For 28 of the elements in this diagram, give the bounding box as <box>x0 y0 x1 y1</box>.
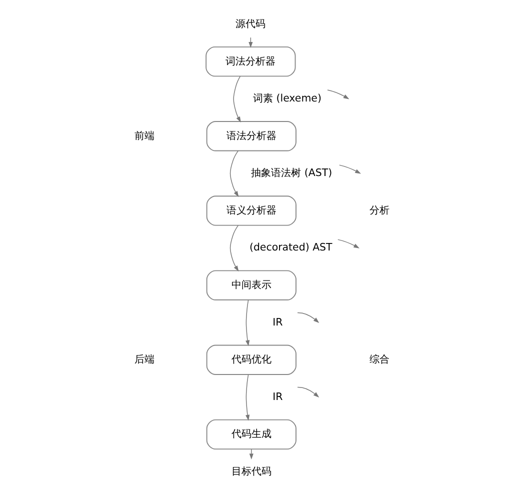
arrow <box>296 312 319 323</box>
node-box: 语义分析器 <box>206 196 296 226</box>
node-box: 语法分析器 <box>206 121 296 152</box>
node-text: IR <box>272 392 282 403</box>
arrow <box>229 225 238 272</box>
node-box: 词法分析器 <box>205 46 296 77</box>
node-box: 代码优化 <box>206 344 296 375</box>
arrow <box>248 448 253 460</box>
arrow <box>296 386 319 398</box>
arrow <box>337 239 360 248</box>
arrow <box>326 90 349 100</box>
node-box: 中间表示 <box>206 270 296 300</box>
node-text: 目标代码 <box>230 466 271 478</box>
label: 后端 <box>134 354 154 366</box>
arrow <box>232 76 240 122</box>
arrow <box>245 300 250 346</box>
arrow <box>338 164 360 174</box>
label: 综合 <box>368 354 389 366</box>
label: 分析 <box>368 205 389 216</box>
node-text: IR <box>272 317 282 328</box>
arrow <box>229 150 238 197</box>
node-text: (decorated) AST <box>248 242 332 254</box>
node-text: 源代码 <box>235 18 266 30</box>
node-text: 词素 (lexeme) <box>252 94 321 105</box>
node-box: 代码生成 <box>206 419 296 450</box>
node-text: 抽象语法树 (AST) <box>250 168 332 180</box>
arrow <box>245 374 250 421</box>
label: 前端 <box>134 130 154 142</box>
